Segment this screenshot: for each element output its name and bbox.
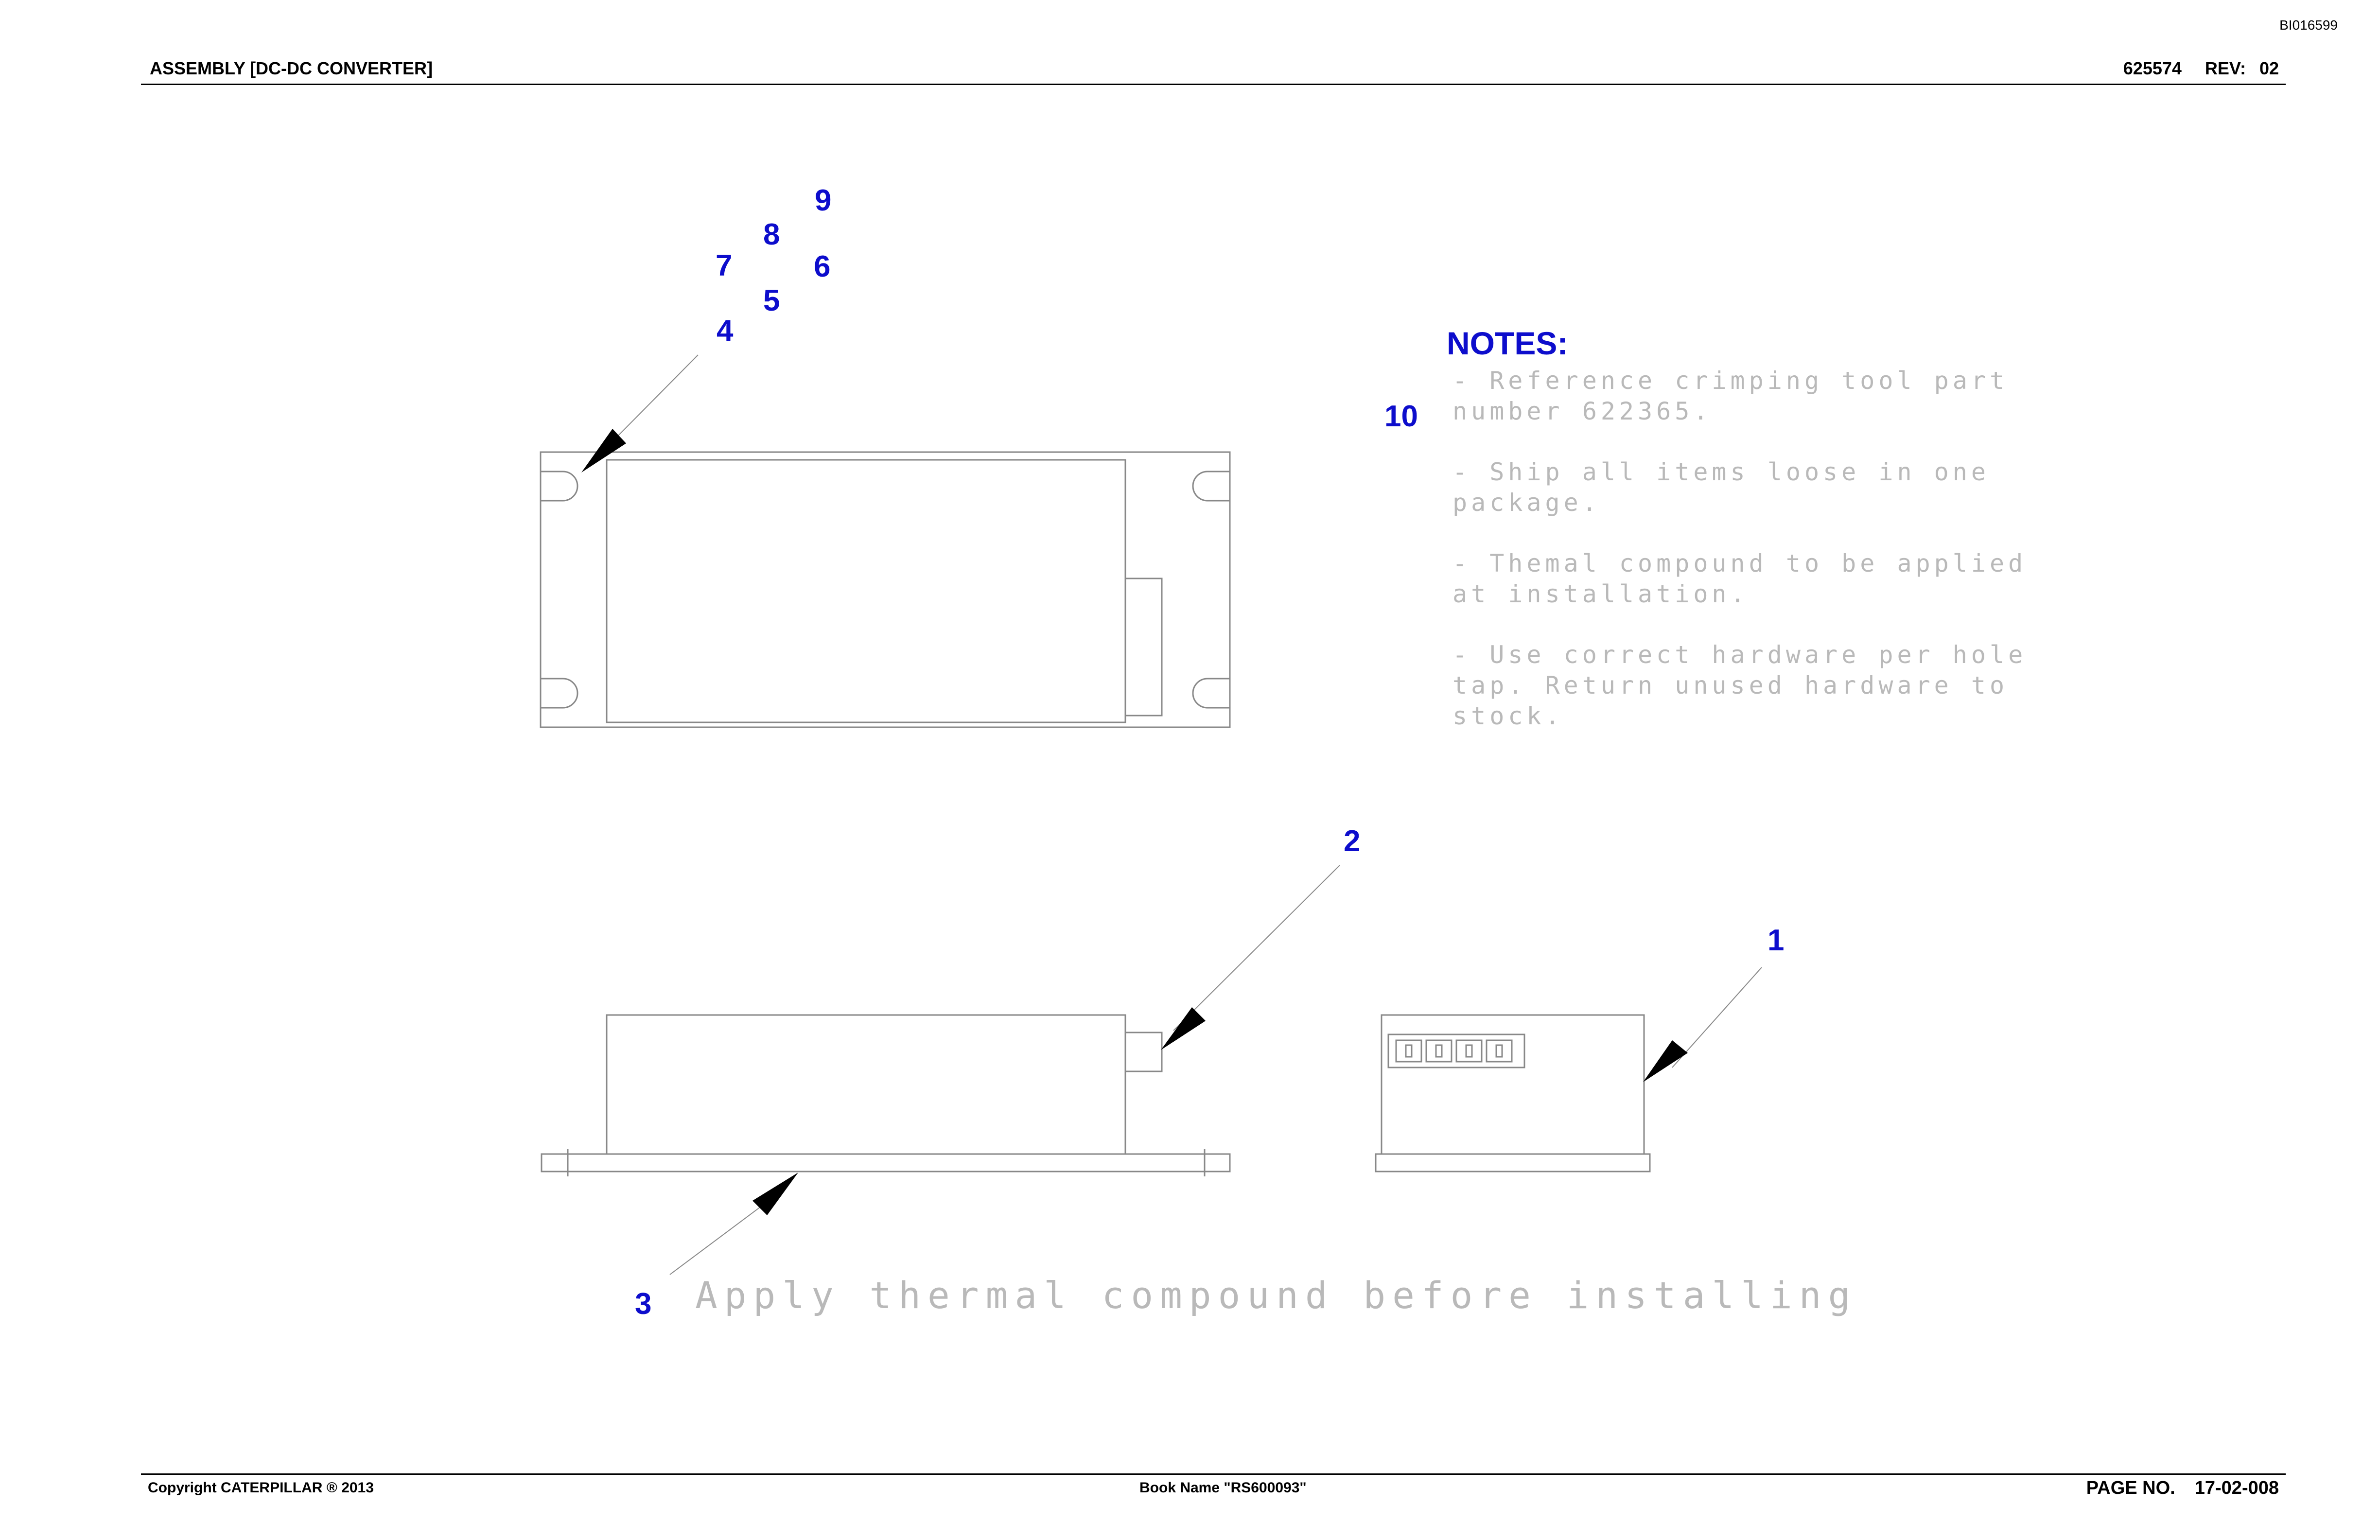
top-view-mounting-plate — [540, 451, 1231, 728]
callout-8: 8 — [763, 218, 780, 251]
leader-line-3 — [669, 1205, 763, 1275]
arrowhead-1 — [1643, 1040, 1688, 1082]
revision-label: REV: — [2205, 58, 2246, 78]
book-name: Book Name "RS600093" — [1139, 1480, 1307, 1496]
arrowhead-3 — [752, 1172, 798, 1215]
connector-pin-slot — [1495, 1044, 1503, 1058]
page-number: PAGE NO. 17-02-008 — [2086, 1478, 2279, 1499]
notes-heading: NOTES: — [1447, 325, 1568, 361]
end-view-mounting-plate — [1375, 1153, 1651, 1172]
part-number: 625574 — [2123, 58, 2182, 78]
callout-1: 1 — [1768, 924, 1785, 957]
thermal-compound-note: Apply thermal compound before installing — [695, 1274, 1857, 1317]
mounting-slot — [1192, 471, 1230, 502]
connector-pin-slot — [1435, 1044, 1443, 1058]
end-view-converter-body — [1381, 1014, 1645, 1155]
callout-9: 9 — [815, 184, 832, 217]
callout-6: 6 — [814, 250, 831, 283]
leader-line-1 — [1672, 967, 1762, 1068]
connector-pin — [1425, 1039, 1452, 1063]
leader-line-2 — [1173, 865, 1340, 1031]
page-label: PAGE NO. — [2086, 1478, 2175, 1498]
callout-4: 4 — [717, 314, 734, 348]
arrowhead-4 — [581, 429, 626, 472]
note-item: - Reference crimping tool part number 62… — [1452, 367, 2009, 425]
side-view-converter-body — [606, 1014, 1126, 1155]
copyright: Copyright CATERPILLAR ® 2013 — [148, 1480, 374, 1496]
callout-2: 2 — [1344, 824, 1361, 858]
part-revision: 625574 REV: 02 — [2100, 58, 2279, 79]
page-value: 17-02-008 — [2194, 1478, 2279, 1498]
mounting-slot — [541, 678, 578, 709]
note-item: - Themal compound to be applied at insta… — [1452, 549, 2027, 608]
end-view-connector-housing — [1387, 1033, 1525, 1068]
callout-7: 7 — [716, 249, 733, 282]
connector-pin-slot — [1465, 1044, 1473, 1058]
callout-10: 10 — [1384, 400, 1418, 433]
leader-line-4 — [607, 354, 699, 447]
footer-rule — [141, 1473, 2286, 1475]
note-item: - Use correct hardware per hole tap. Ret… — [1452, 641, 2027, 730]
top-view-converter-body — [606, 459, 1126, 723]
mounting-slot — [1192, 678, 1230, 709]
connector-pin-slot — [1405, 1044, 1413, 1058]
revision-value: 02 — [2259, 58, 2279, 78]
page-title: ASSEMBLY [DC-DC CONVERTER] — [150, 58, 433, 78]
header-rule — [141, 84, 2286, 85]
connector-pin — [1486, 1039, 1513, 1063]
side-view-mounting-plate — [541, 1153, 1231, 1172]
arrowhead-2 — [1161, 1007, 1206, 1050]
callout-5: 5 — [763, 284, 780, 317]
connector-pin — [1395, 1039, 1422, 1063]
note-item: - Ship all items loose in one package. — [1452, 458, 1990, 517]
top-view-connector — [1124, 578, 1163, 717]
mounting-slot — [541, 471, 578, 502]
connector-pin — [1455, 1039, 1483, 1063]
side-view-connector — [1124, 1032, 1163, 1072]
callout-3: 3 — [635, 1287, 652, 1321]
document-id: BI016599 — [2279, 18, 2338, 33]
notes-list: - Reference crimping tool part number 62… — [1452, 366, 2065, 762]
